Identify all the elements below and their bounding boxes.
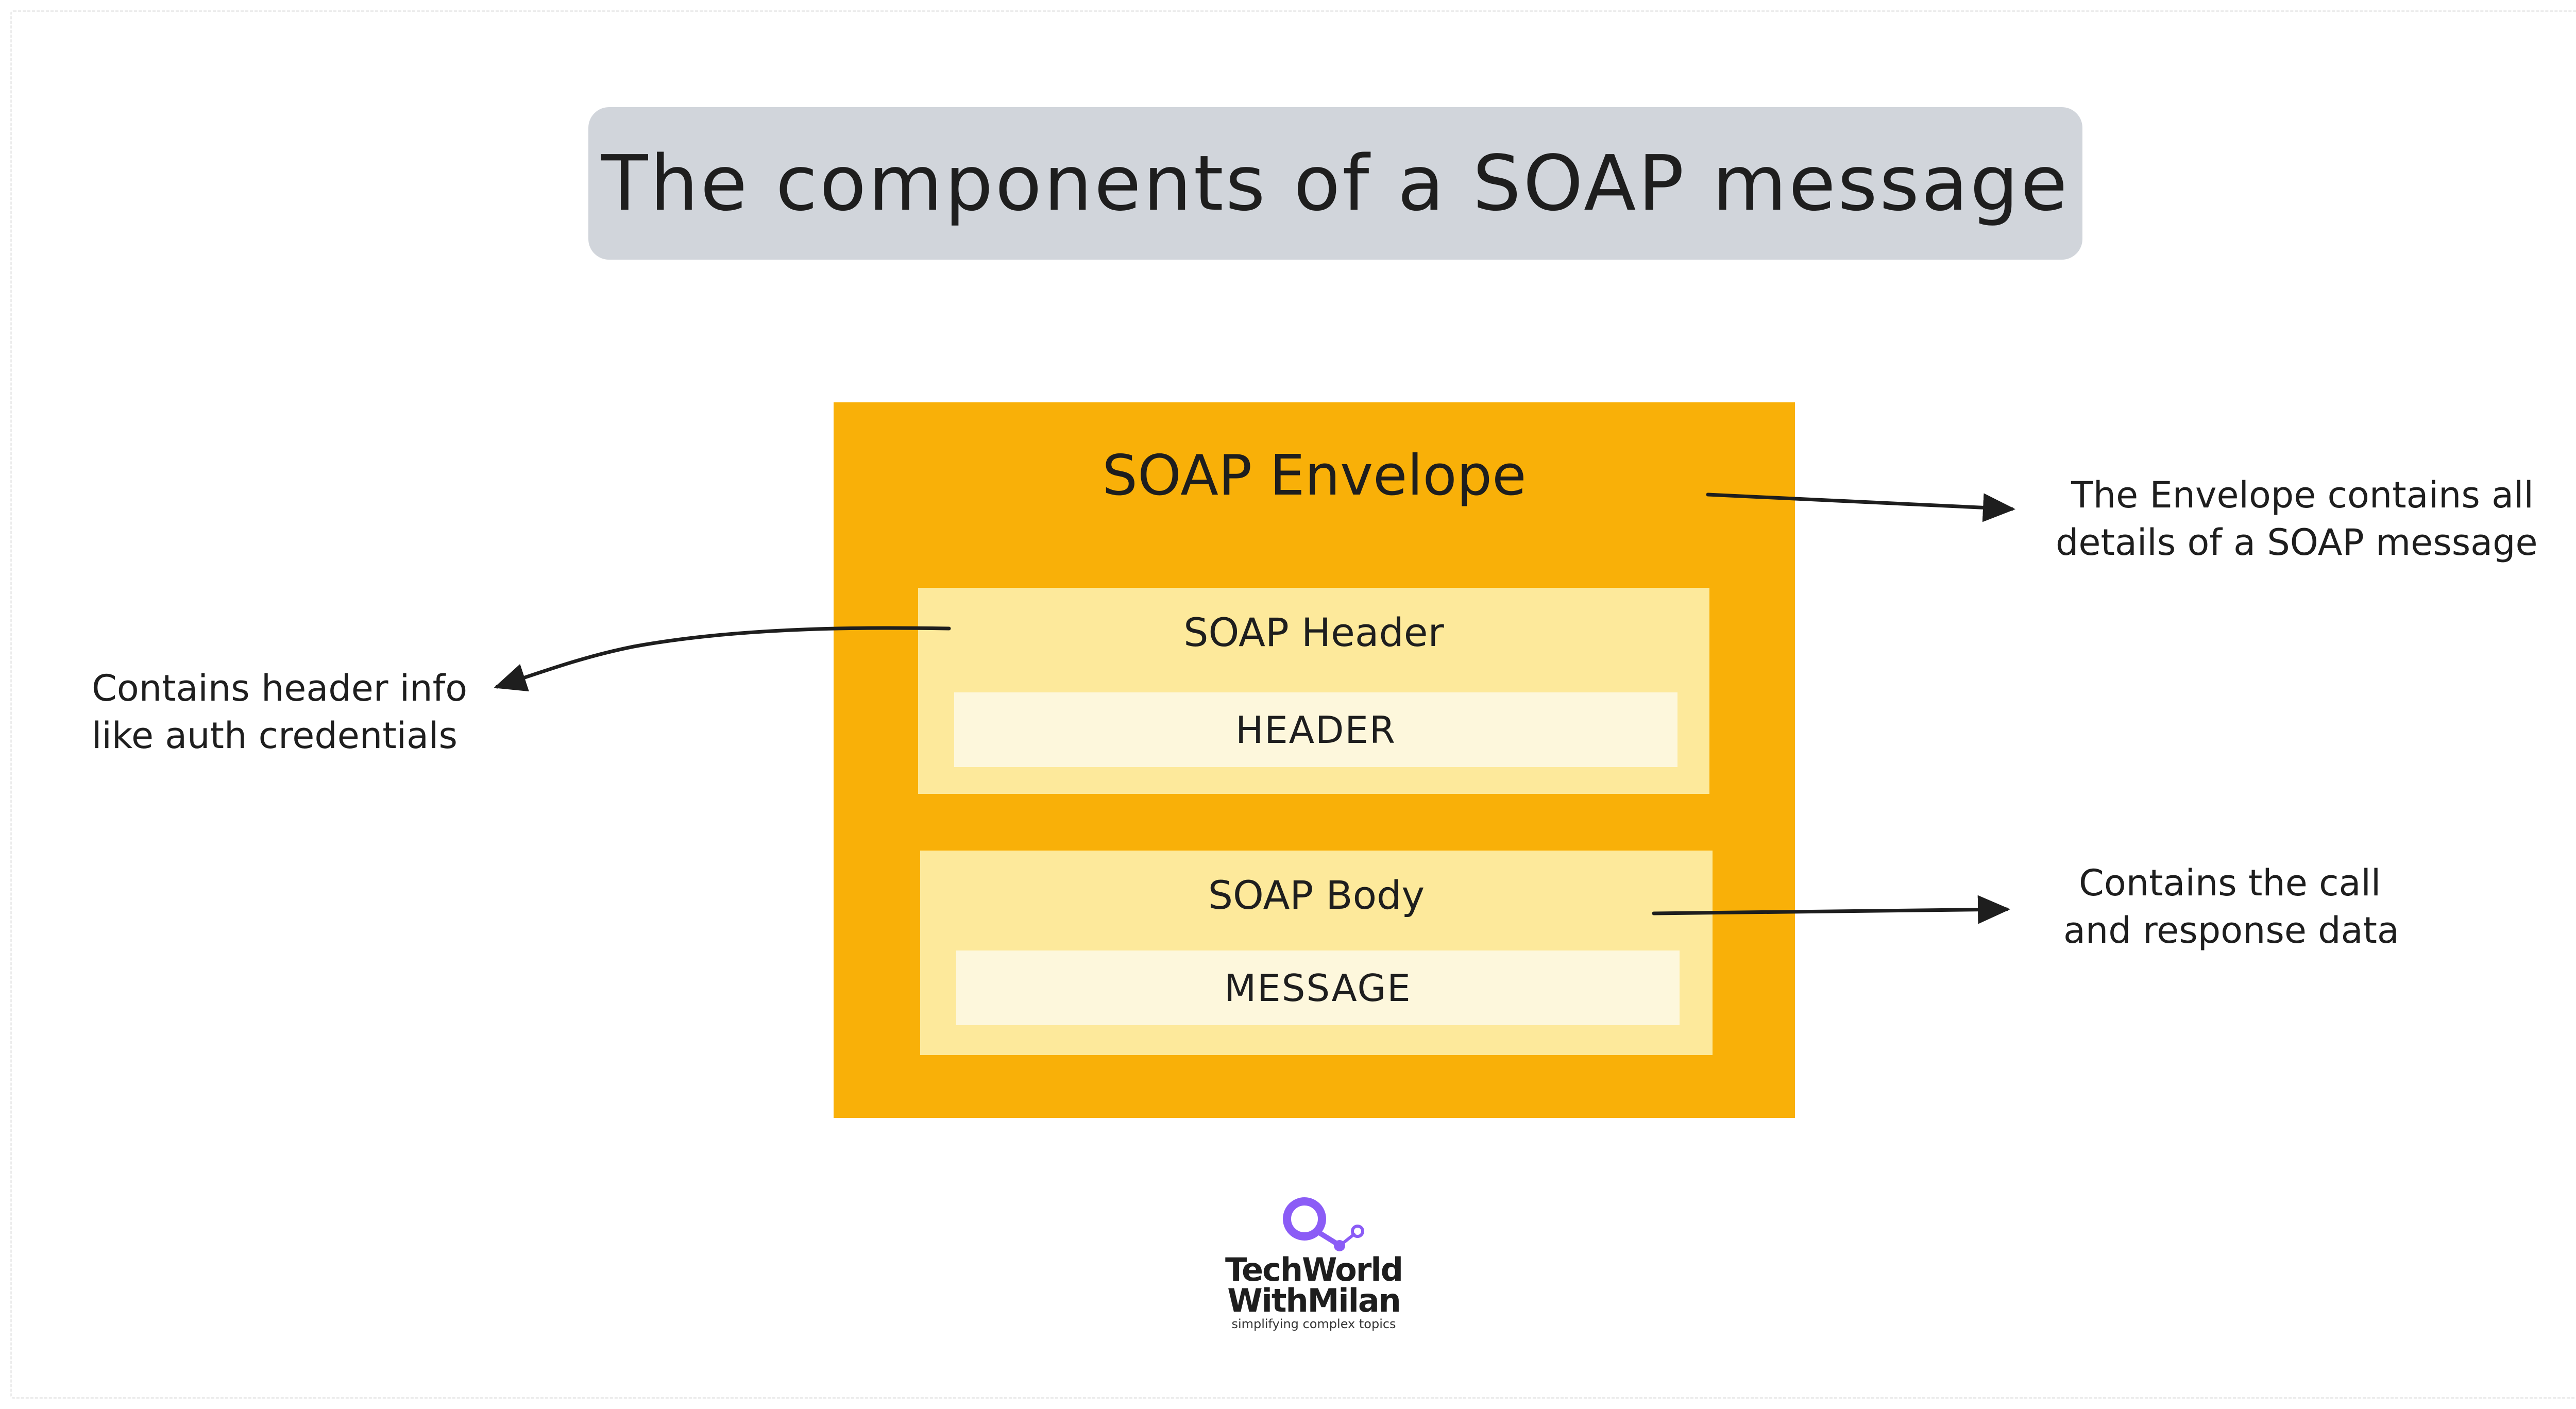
body-annotation-line-1: Contains the call: [2079, 862, 2381, 904]
body-content-text: MESSAGE: [1224, 966, 1412, 1010]
header-annotation-line-1: Contains header info: [92, 667, 468, 709]
logo-line-1: TechWorld: [1225, 1251, 1403, 1288]
header-annotation: Contains header info like auth credentia…: [92, 665, 467, 759]
header-arrow: [494, 626, 951, 692]
techworld-logo: TechWorld WithMilan simplifying complex …: [1216, 1195, 1412, 1331]
body-annotation-line-2: and response data: [2063, 909, 2399, 952]
logo-line-2: WithMilan: [1227, 1282, 1401, 1319]
logo-tagline: simplifying complex topics: [1231, 1317, 1396, 1331]
title-banner: The components of a SOAP message: [588, 107, 2082, 260]
body-content-box: MESSAGE: [956, 950, 1680, 1025]
body-arrow: [1652, 895, 2010, 924]
envelope-annotation-line-2: details of a SOAP message: [2056, 521, 2538, 564]
logo-mark-icon: [1283, 1197, 1364, 1251]
soap-envelope-label: SOAP Envelope: [1102, 444, 1527, 508]
diagram-title: The components of a SOAP message: [601, 139, 2070, 228]
header-content-text: HEADER: [1235, 708, 1396, 752]
soap-body-label: SOAP Body: [1208, 872, 1425, 918]
envelope-annotation: The Envelope contains all details of a S…: [2056, 471, 2538, 566]
canvas-frame: [10, 10, 2576, 1399]
soap-header-box: SOAP Header HEADER: [918, 588, 1709, 794]
header-content-box: HEADER: [954, 692, 1677, 767]
soap-body-box: SOAP Body MESSAGE: [920, 851, 1713, 1055]
soap-header-label: SOAP Header: [1183, 609, 1444, 655]
envelope-annotation-line-1: The Envelope contains all: [2071, 474, 2534, 516]
envelope-arrow: [1706, 493, 2015, 522]
soap-envelope-box: SOAP Envelope SOAP Header HEADER SOAP Bo…: [834, 402, 1795, 1118]
body-annotation: Contains the call and response data: [2063, 859, 2399, 954]
header-annotation-line-2: like auth credentials: [92, 715, 457, 757]
